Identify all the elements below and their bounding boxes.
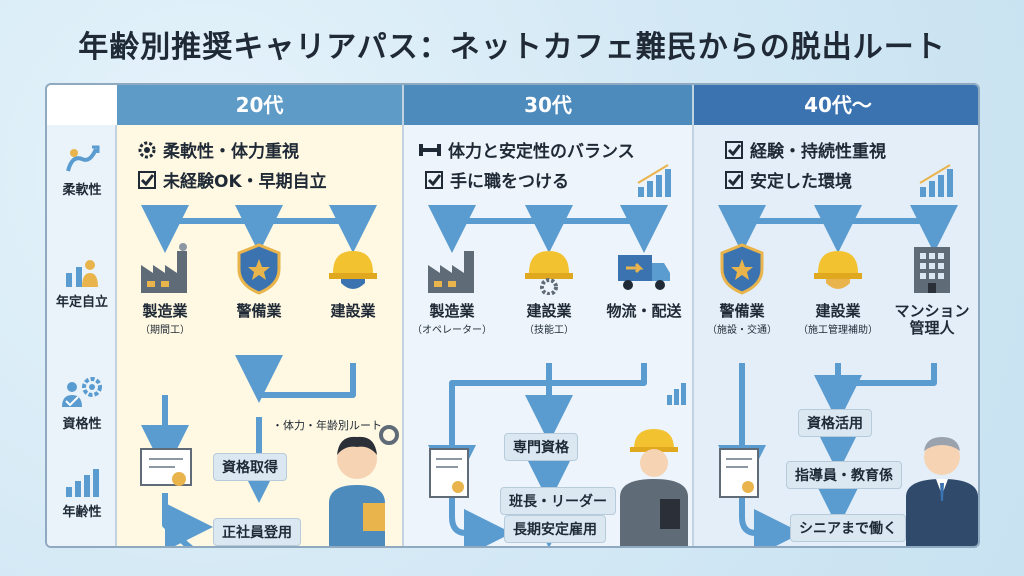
column-header-30s: 30代 [404,85,692,125]
feature-20s-2: 未経験OK・早期自立 [137,167,327,195]
senior-worker-illustration [902,421,978,546]
checkbox-icon [425,170,443,189]
flow-arrows-30s [428,205,668,546]
step-20s-qualification: 資格取得 [213,453,287,481]
page-title: 年齢別推奨キャリアパス：ネットカフェ難民からの脱出ルート [78,30,946,65]
sidebar-item-people: 年定自立 [47,255,117,310]
checkbox-icon [138,170,156,189]
column-20s: 20代 柔軟 [117,85,404,546]
shield-icon [237,243,281,295]
sidebar-item-age: 年齢性 [47,465,117,520]
route-note: ・体力・年齢別ルート [272,419,382,432]
step-30s-qualification: 専門資格 [504,433,578,461]
growth-chart-icon [637,164,671,197]
sidebar-label: 年齢性 [62,505,102,520]
column-40s: 40代〜 経験・持続性重視 [694,85,978,546]
feature-20s-1: 柔軟性・体力重視 [137,137,299,165]
feature-30s-2: 手に職をつける [424,167,569,195]
hardhat-icon [329,251,377,289]
feature-30s-1: 体力と安定性のバランス [418,137,635,165]
certificate-icon [716,447,764,503]
gear-icon [138,141,156,158]
truck-icon [618,255,670,290]
factory-icon [141,243,187,293]
sidebar-item-qualification: 資格性 [47,375,117,432]
column-header-20s: 20代 [117,85,402,125]
step-30s-longterm: 長期安定雇用 [504,515,606,543]
column-body-20s: 柔軟性・体力重視 未経験OK・早期自立 製造業 （期間工） 警備業 建設業 ・体… [117,125,402,546]
job-20s-construction: 建設業 [305,243,401,320]
sidebar: 柔軟性 年定自立 資格性 [47,125,117,546]
flow-arrows-20s [141,205,377,546]
sidebar-label: 柔軟性 [62,183,102,198]
checkbox-icon [725,140,743,159]
sidebar-label: 資格性 [62,417,102,432]
column-body-30s: 体力と安定性のバランス 手に職をつける 製造業 （オペレーター） 建設業 （技能… [404,125,694,546]
feature-40s-1: 経験・持続性重視 [724,137,886,165]
step-40s-senior: シニアまで働く [790,514,906,542]
job-40s-building-manager: マンション 管理人 [884,243,978,337]
job-30s-construction: 建設業 （技能工） [501,243,597,336]
shield-icon [720,243,764,295]
certificate-icon [426,447,474,503]
bar-chart-icon [66,469,99,497]
hardhat-icon [525,251,573,296]
job-20s-manufacturing: 製造業 （期間工） [117,243,213,336]
gear-person-icon [62,377,102,407]
step-20s-fulltime: 正社員登用 [213,518,301,546]
factory-icon [428,251,474,293]
hardhat-icon [814,251,862,289]
column-header-40s: 40代〜 [694,85,978,125]
step-40s-instructor: 指導員・教育係 [786,461,902,489]
building-icon [914,247,950,293]
job-40s-construction: 建設業 （施工管理補助） [790,243,886,336]
construction-worker-illustration [614,421,694,546]
job-30s-manufacturing: 製造業 （オペレーター） [404,243,500,336]
job-20s-security: 警備業 [211,243,307,320]
young-worker-illustration [317,425,399,546]
job-40s-security: 警備業 （施設・交通） [694,243,790,336]
feature-40s-2: 安定した環境 [724,167,852,195]
column-30s: 30代 体力と安定性のバランス [404,85,694,546]
growth-chart-icon [919,164,953,197]
career-board: 柔軟性 年定自立 資格性 [45,83,980,548]
flex-icon [66,145,100,172]
sidebar-label: 年定自立 [55,295,108,310]
growth-chart-icon [667,383,686,405]
job-30s-logistics: 物流・配送 [596,243,692,320]
checkbox-icon [725,170,743,189]
certificate-icon [139,447,193,497]
flow-arrows-40s [718,205,958,546]
dumbbell-icon [419,143,441,156]
step-30s-leader: 班長・リーダー [500,487,616,515]
step-40s-utilize: 資格活用 [798,409,872,437]
column-body-40s: 経験・持続性重視 安定した環境 警備業 （施設・交通） 建設業 （施工管理補助）… [694,125,978,546]
people-icon [66,260,98,287]
sidebar-item-flex: 柔軟性 [47,143,117,198]
